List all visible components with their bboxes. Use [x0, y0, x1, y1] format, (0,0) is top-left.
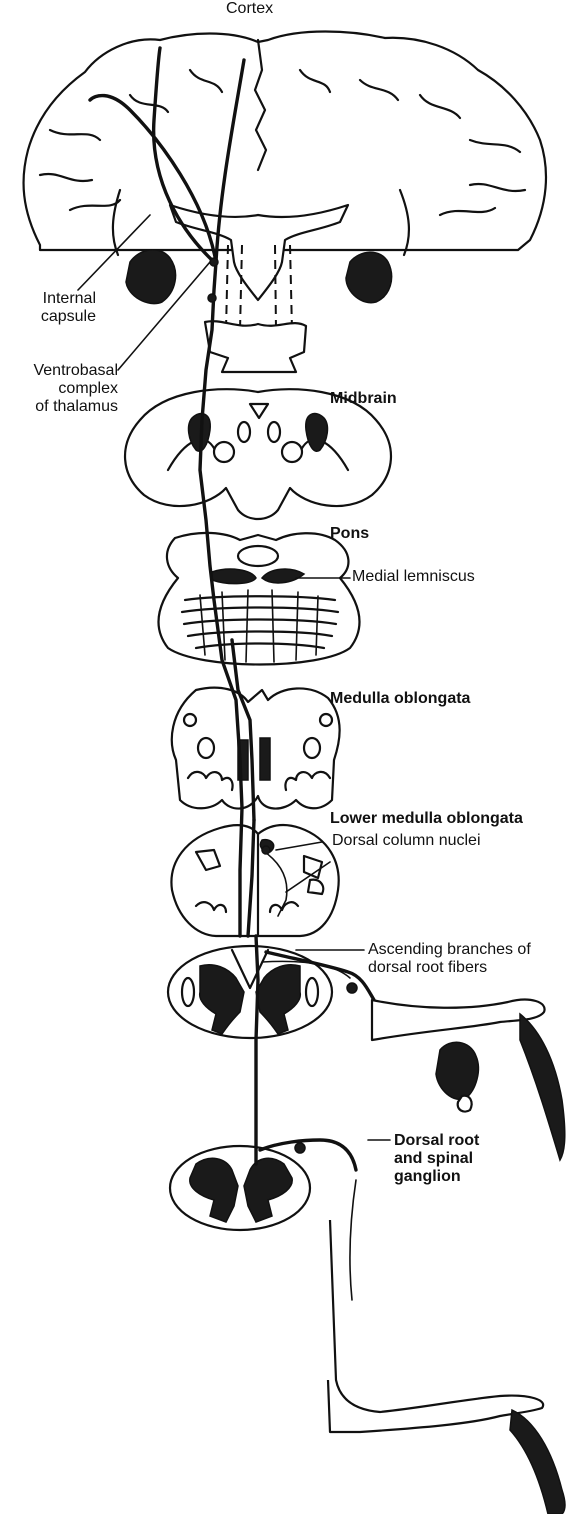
medial-lemniscus-label: Medial lemniscus	[352, 568, 475, 586]
dorsal-root-ganglion-label: Dorsal root and spinal ganglion	[394, 1132, 479, 1186]
medulla-oblongata-label: Medulla oblongata	[330, 690, 470, 708]
ventrobasal-complex-label: Ventrobasal complex of thalamus	[0, 362, 118, 416]
dorsal-column-nuclei-label: Dorsal column nuclei	[332, 832, 481, 850]
lower-medulla-section	[171, 825, 338, 936]
medulla-section	[172, 688, 340, 809]
lower-spinal-cord	[170, 1146, 310, 1230]
cortex-label: Cortex	[226, 0, 273, 18]
pons-label: Pons	[330, 525, 369, 543]
brain-coronal-section	[24, 32, 546, 373]
midbrain-section	[125, 389, 391, 519]
internal-capsule-label: Internal capsule	[0, 290, 96, 326]
midbrain-label: Midbrain	[330, 390, 397, 408]
pons-section	[159, 533, 360, 665]
lower-limb-foot	[328, 1180, 565, 1514]
ascending-branches-label: Ascending branches of dorsal root fibers	[368, 941, 531, 977]
lower-medulla-label: Lower medulla oblongata	[330, 810, 523, 828]
